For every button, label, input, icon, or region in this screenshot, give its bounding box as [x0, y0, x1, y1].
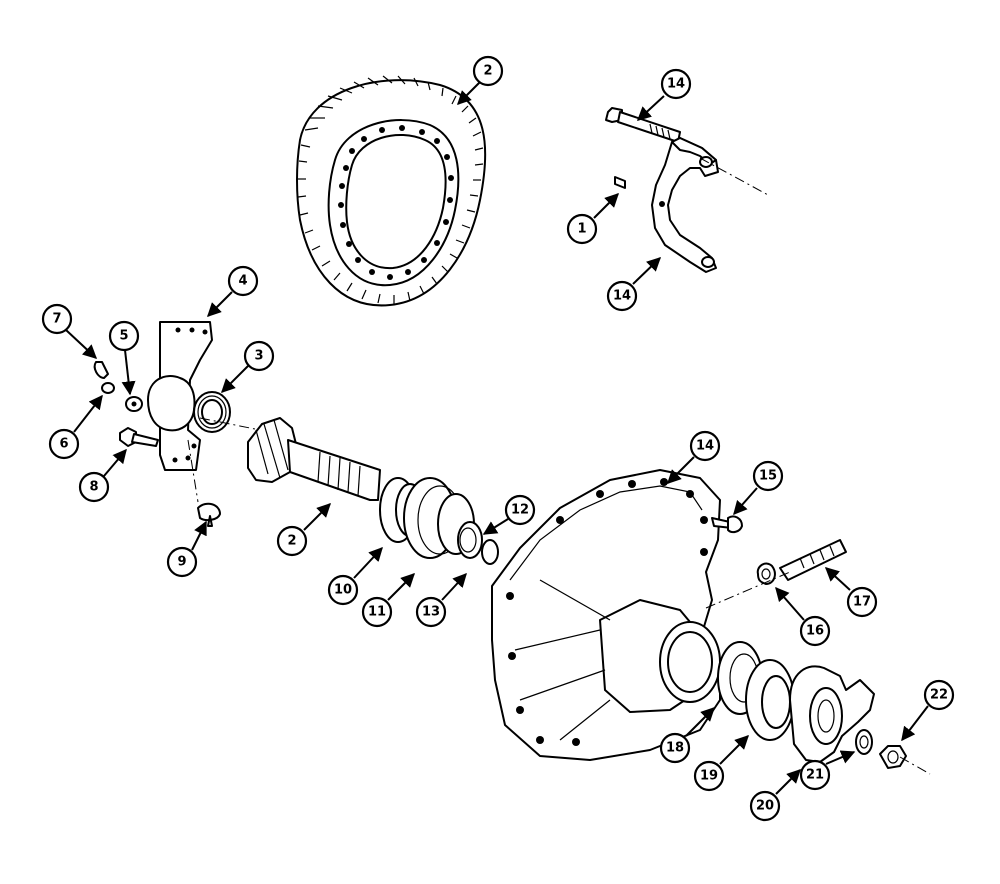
callout-label: 2 — [483, 64, 492, 79]
callout-14-housing: 14 — [667, 430, 721, 484]
callout-18-bearing: 18 — [659, 707, 715, 764]
callout-label: 12 — [511, 503, 529, 518]
callout-10-bearing: 10 — [327, 546, 383, 606]
output-assembly-drawing — [717, 641, 931, 775]
pinion-shaft-drawing — [247, 417, 381, 501]
callout-16-nut: 16 — [775, 586, 831, 647]
retainer-plate-drawing — [147, 321, 261, 503]
callout-label: 14 — [667, 77, 685, 92]
callout-3-bearing: 3 — [221, 340, 275, 393]
callout-label: 14 — [696, 439, 714, 454]
callout-19-bearing: 19 — [693, 735, 749, 792]
callout-20-flange: 20 — [749, 769, 801, 822]
callout-label: 21 — [806, 768, 824, 783]
callout-11-bearing: 11 — [361, 573, 415, 628]
callout-label: 11 — [368, 605, 386, 620]
pinion-bearings-drawing — [379, 477, 499, 565]
callout-label: 15 — [759, 469, 777, 484]
callout-21-washer: 21 — [799, 750, 856, 791]
callout-14-bolt: 14 — [636, 68, 692, 121]
callout-9-plug: 9 — [166, 520, 207, 578]
callout-8-bolt: 8 — [78, 448, 127, 503]
callout-label: 13 — [422, 605, 440, 620]
callout-4-retainer: 4 — [207, 265, 259, 317]
callout-label: 8 — [89, 480, 98, 495]
callout-label: 10 — [334, 583, 352, 598]
callout-label: 5 — [119, 329, 128, 344]
callout-label: 18 — [666, 741, 684, 756]
differential-housing-drawing — [491, 469, 721, 761]
callout-label: 17 — [853, 595, 871, 610]
small-hardware-drawing — [93, 361, 221, 527]
callout-15-bolt: 15 — [733, 460, 784, 516]
callout-label: 3 — [254, 349, 263, 364]
callout-12-bearing-cup: 12 — [482, 494, 536, 535]
callout-label: 9 — [177, 555, 186, 570]
ring-gear-drawing — [296, 75, 487, 307]
callout-5-washer: 5 — [108, 320, 140, 396]
callout-label: 16 — [806, 624, 824, 639]
callout-label: 14 — [613, 289, 631, 304]
callout-1-dowel: 1 — [566, 193, 619, 245]
callout-6-washer: 6 — [48, 394, 103, 460]
callout-label: 4 — [238, 274, 247, 289]
bearing-cap-drawing — [605, 107, 771, 273]
callout-2-pinion: 2 — [276, 503, 331, 557]
callout-label: 6 — [59, 437, 68, 452]
callout-label: 2 — [287, 534, 296, 549]
callout-label: 20 — [756, 799, 774, 814]
callout-label: 1 — [577, 222, 586, 237]
housing-fasteners-drawing — [705, 515, 847, 609]
callout-2-ring-gear: 2 — [457, 55, 504, 105]
callout-7-pin: 7 — [41, 303, 98, 359]
callout-22-nut: 22 — [901, 679, 955, 742]
callout-label: 22 — [930, 688, 948, 703]
callout-label: 19 — [700, 769, 718, 784]
callout-14-bearing-cap: 14 — [606, 257, 662, 312]
callout-17-stud: 17 — [824, 567, 878, 618]
callout-13-spacer: 13 — [415, 572, 467, 628]
callout-label: 7 — [52, 312, 61, 327]
